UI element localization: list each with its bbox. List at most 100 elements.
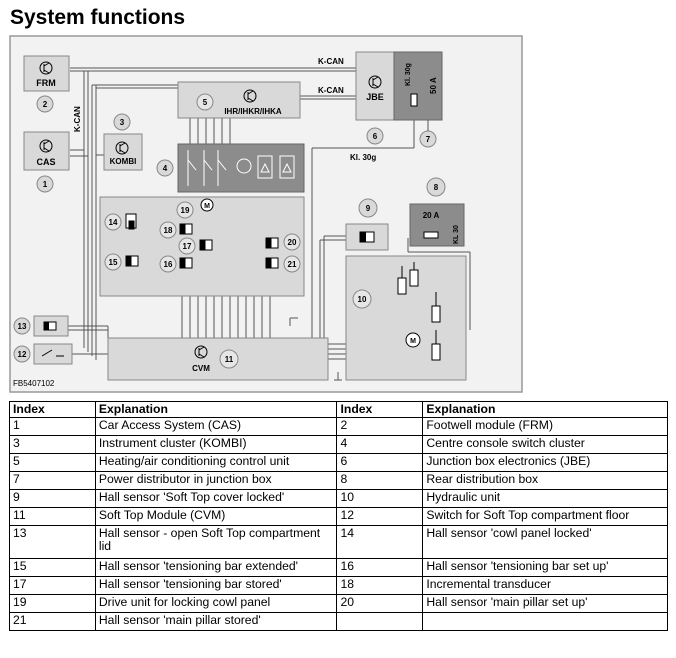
pump-motor-label: M — [410, 338, 416, 345]
callout-3 — [113, 113, 131, 131]
svg-text:17: 17 — [183, 242, 192, 251]
svg-text:16: 16 — [164, 260, 173, 269]
kl30g-jbe-label: Kl. 30g — [405, 63, 412, 86]
figure-code: FB5407102 — [13, 379, 55, 388]
frm-label: FRM — [36, 78, 56, 88]
cell-explanation: Hall sensor 'main pillar stored' — [94, 612, 338, 631]
fuse-50a-label: 50 A — [429, 77, 438, 94]
hall-sensor-icons — [125, 213, 279, 269]
cvm-transistor-icon — [194, 345, 208, 359]
callout-5 — [196, 93, 214, 111]
callout-13 — [13, 317, 31, 335]
callout-6-label: 6 — [373, 132, 378, 141]
frm-module — [23, 55, 70, 92]
callout-12 — [13, 345, 31, 363]
callout-11-label: 11 — [225, 355, 234, 364]
k-can-vertical-label: K-CAN — [73, 106, 82, 132]
cas-label: CAS — [36, 157, 55, 167]
cell-explanation: Rear distribution box — [422, 471, 668, 490]
callout-1-label: 1 — [43, 180, 48, 189]
svg-text:19: 19 — [181, 206, 190, 215]
callout-8 — [426, 177, 446, 197]
callout-9-label: 9 — [366, 204, 371, 213]
cell-index: 8 — [336, 471, 424, 490]
callout-3-label: 3 — [120, 118, 125, 127]
cell-explanation: Car Access System (CAS) — [94, 417, 338, 436]
cell-index: 15 — [9, 558, 96, 577]
jbe-transistor-icon — [368, 75, 382, 89]
switch-icons — [187, 150, 295, 186]
callout-13-label: 13 — [18, 322, 27, 331]
header-explanation-2: Explanation — [422, 401, 668, 418]
callout-5-label: 5 — [203, 98, 208, 107]
hydraulic-unit — [345, 255, 467, 381]
svg-text:14: 14 — [109, 218, 118, 227]
callout-10-label: 10 — [358, 295, 367, 304]
hydraulic-relays — [397, 262, 441, 361]
callout-6 — [366, 127, 384, 145]
cas-module — [23, 131, 70, 171]
drive-motor-icon — [200, 198, 214, 212]
cell-explanation: Hall sensor 'tensioning bar extended' — [94, 558, 338, 577]
cell-index: 10 — [336, 489, 424, 508]
floor-switch-icon — [41, 349, 64, 357]
kl30-label: KL 30 — [453, 225, 460, 244]
cell-explanation: Incremental transducer — [422, 576, 668, 595]
callout-2-label: 2 — [43, 100, 48, 109]
hall-sensor-13-magnet — [44, 322, 49, 330]
cell-explanation: Instrument cluster (KOMBI) — [94, 435, 338, 454]
callout-8-label: 8 — [434, 183, 439, 192]
cell-explanation: Footwell module (FRM) — [422, 417, 668, 436]
cell-index: 20 — [336, 594, 424, 613]
floor-switch-12 — [33, 343, 73, 365]
svg-text:21: 21 — [288, 260, 297, 269]
ihr-transistor-icon — [243, 89, 257, 103]
cell-index: 1 — [9, 417, 96, 436]
cell-explanation: Soft Top Module (CVM) — [94, 507, 338, 526]
page-title: System functions — [10, 6, 186, 29]
cell-index: 14 — [336, 525, 424, 559]
cell-explanation: Hall sensor 'tensioning bar set up' — [422, 558, 668, 577]
callout-10 — [352, 289, 372, 309]
cell-index: 5 — [9, 453, 96, 472]
cell-index: 4 — [336, 435, 424, 454]
legend-header-row: Index Explanation Index Explanation — [9, 401, 668, 418]
cvm-module — [107, 337, 329, 381]
cell-index: 7 — [9, 471, 96, 490]
cell-explanation: Hall sensor 'Soft Top cover locked' — [94, 489, 338, 508]
cell-index: 2 — [336, 417, 424, 436]
callout-4-label: 4 — [163, 164, 168, 173]
header-explanation-1: Explanation — [94, 401, 338, 418]
cell-explanation: Heating/air conditioning control unit — [94, 453, 338, 472]
cell-index: 21 — [9, 612, 96, 631]
fuse-20a-label: 20 A — [423, 211, 440, 220]
rear-distribution-box — [409, 203, 465, 247]
cell-index: 13 — [9, 525, 96, 559]
cell-explanation: Switch for Soft Top compartment floor — [422, 507, 668, 526]
callout-2 — [36, 95, 54, 113]
header-index-1: Index — [9, 401, 96, 418]
cell-index: 19 — [9, 594, 96, 613]
cell-index — [336, 612, 424, 631]
callout-1 — [36, 175, 54, 193]
cas-transistor-icon — [39, 139, 53, 153]
hall-sensor-9-magnet — [360, 232, 366, 242]
callout-7-label: 7 — [426, 135, 431, 144]
frm-transistor-icon — [39, 61, 53, 75]
cell-explanation: Hall sensor 'tensioning bar stored' — [94, 576, 338, 595]
cvm-label: CVM — [192, 364, 210, 373]
power-distributor — [393, 51, 443, 121]
cell-index: 16 — [336, 558, 424, 577]
svg-text:18: 18 — [164, 226, 173, 235]
cell-index: 11 — [9, 507, 96, 526]
fuse-50a-icon — [410, 93, 418, 107]
kombi-label: KOMBI — [110, 157, 137, 166]
